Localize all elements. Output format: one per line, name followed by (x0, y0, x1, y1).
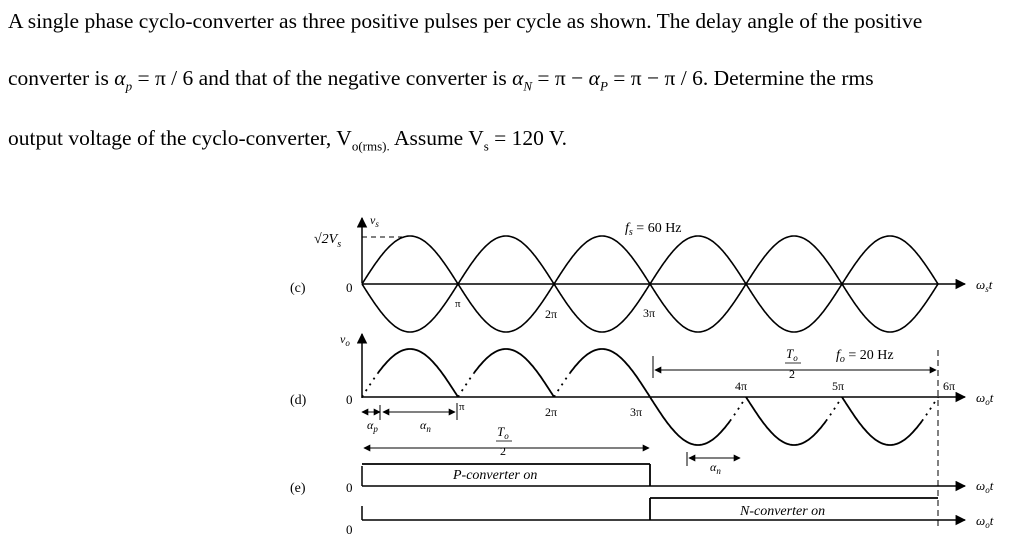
subscript-orms: o(rms). (351, 138, 390, 154)
problem-text: = π / 6 and that of the negative convert… (132, 66, 513, 90)
problem-text: converter is (8, 66, 115, 90)
problem-text: = 120 V. (488, 126, 568, 150)
alpha-symbol: α (512, 66, 524, 90)
problem-text: output voltage of the cyclo-converter, V (8, 126, 352, 150)
row-label-d: (d) (290, 393, 307, 408)
zero-label: 0 (346, 480, 353, 495)
3pi-tick-label: 3π (630, 405, 642, 419)
subscript-n: N (523, 78, 533, 94)
alpha-symbol: α (114, 66, 126, 90)
subscript-s: s (483, 138, 489, 154)
to-denominator: 2 (500, 444, 506, 458)
row-label-e: (e) (290, 481, 306, 496)
zero-label: 0 (346, 522, 353, 537)
e-n-axis-label: ωot (976, 513, 994, 530)
fo-label: fo = 20 Hz (836, 348, 894, 365)
problem-text: = π − π / 6. Determine the rms (607, 66, 874, 90)
to-label: To (786, 346, 798, 363)
problem-line-2: converter is αp = π / 6 and that of the … (8, 66, 874, 94)
fs-label: fs = 60 Hz (625, 221, 682, 238)
6pi-tick-label: 6π (943, 379, 955, 393)
d-axis-label: ωot (976, 390, 994, 407)
zero-label: 0 (346, 280, 353, 295)
2pi-tick-label: 2π (545, 307, 557, 321)
n-converter-label: N-converter on (739, 504, 825, 519)
alpha-n-neg-label: αn (710, 460, 721, 476)
2pi-tick-label: 2π (545, 405, 557, 419)
problem-text: = π − (532, 66, 589, 90)
c-axis-label: ωst (976, 277, 993, 294)
subscript-p: P (599, 78, 608, 94)
to-label: To (497, 424, 509, 441)
vo-label: vo (340, 332, 350, 348)
peak-label: √2Vs (314, 232, 341, 250)
output-voltage-blocked-portion (361, 372, 939, 422)
alpha-symbol: α (588, 66, 600, 90)
5pi-tick-label: 5π (832, 379, 844, 393)
4pi-tick-label: 4π (735, 379, 747, 393)
p-converter-label: P-converter on (452, 468, 537, 483)
subscript-p: p (125, 78, 133, 94)
problem-line-1: A single phase cyclo-converter as three … (8, 9, 923, 33)
vs-label: vs (370, 213, 379, 229)
pi-tick-label: π (459, 401, 465, 413)
alpha-n-label: αn (420, 418, 431, 434)
3pi-tick-label: 3π (643, 306, 655, 320)
zero-label: 0 (346, 392, 353, 407)
to-denominator: 2 (789, 367, 795, 381)
output-voltage-waveform (377, 348, 923, 446)
alpha-p-label: αp (367, 418, 378, 434)
row-label-c: (c) (290, 281, 306, 296)
e-p-axis-label: ωot (976, 478, 994, 495)
pi-tick-label: π (455, 298, 461, 310)
supply-sine-wave-inverted (361, 235, 939, 333)
problem-text: Assume V (389, 126, 484, 150)
problem-line-3: output voltage of the cyclo-converter, V… (8, 126, 568, 154)
